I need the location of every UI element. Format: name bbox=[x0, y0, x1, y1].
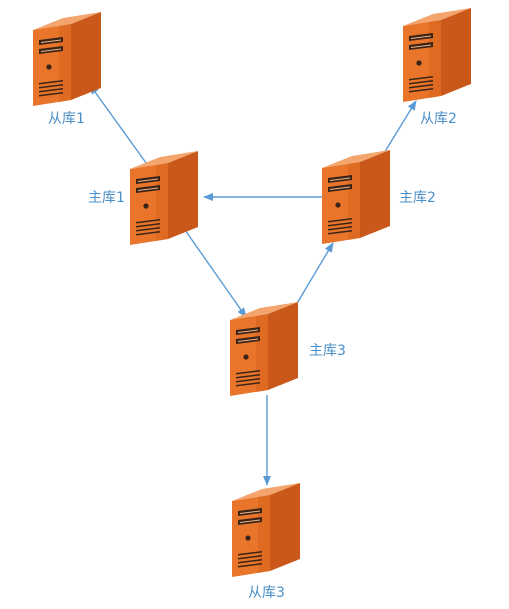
node-label-slave2: 从库2 bbox=[420, 111, 457, 127]
slave1-server-icon bbox=[33, 12, 101, 106]
edge-master1-to-slave1 bbox=[89, 84, 150, 168]
node-label-master2: 主库2 bbox=[399, 190, 436, 206]
node-label-master3: 主库3 bbox=[309, 343, 346, 359]
node-label-slave1: 从库1 bbox=[48, 111, 85, 127]
master2-server-icon bbox=[322, 150, 390, 244]
master3-server-icon bbox=[230, 302, 298, 396]
node-label-slave3: 从库3 bbox=[248, 585, 285, 601]
edge-master2-to-slave2 bbox=[380, 100, 417, 159]
edge-master1-to-master3 bbox=[184, 229, 247, 318]
slave2-server-icon bbox=[403, 8, 471, 102]
slave3-server-icon bbox=[232, 483, 300, 577]
master1-server-icon bbox=[130, 151, 198, 245]
node-label-master1: 主库1 bbox=[88, 190, 125, 206]
edge-master3-to-master2 bbox=[292, 242, 334, 311]
